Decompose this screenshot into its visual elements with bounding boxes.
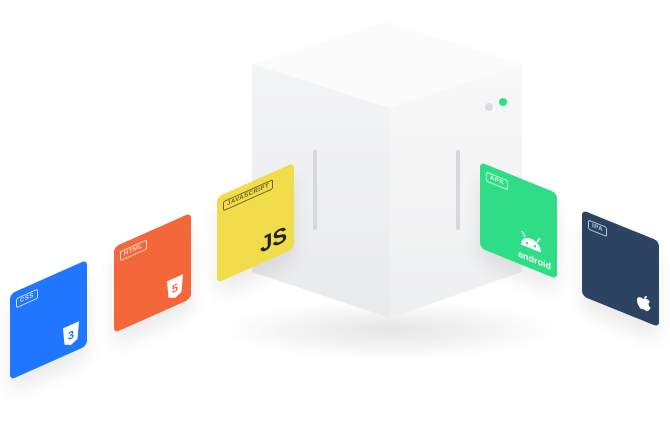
ipa-card: IPA	[582, 210, 659, 328]
html5-shield-icon: 5	[167, 274, 183, 298]
css3-shield-icon: 3	[63, 321, 79, 345]
svg-text:5: 5	[172, 282, 179, 296]
css-card: CSS 3	[10, 259, 87, 380]
html-label: HTML	[120, 239, 147, 262]
js-logo: JS	[260, 220, 287, 258]
android-icon	[521, 230, 541, 253]
status-led-active	[499, 98, 507, 106]
apk-card: APK android	[480, 162, 557, 280]
css-label: CSS	[16, 288, 38, 309]
ipa-label: IPA	[588, 219, 608, 238]
html-card: HTML 5	[114, 212, 191, 333]
apple-icon	[637, 296, 651, 312]
svg-text:3: 3	[68, 329, 74, 343]
android-logo: android	[518, 229, 551, 272]
cube-left-face	[252, 64, 390, 318]
apk-label: APK	[486, 171, 509, 191]
status-led-idle	[485, 103, 493, 111]
right-slot	[456, 150, 460, 230]
left-slot	[313, 150, 317, 230]
cube-shadow	[220, 300, 560, 360]
